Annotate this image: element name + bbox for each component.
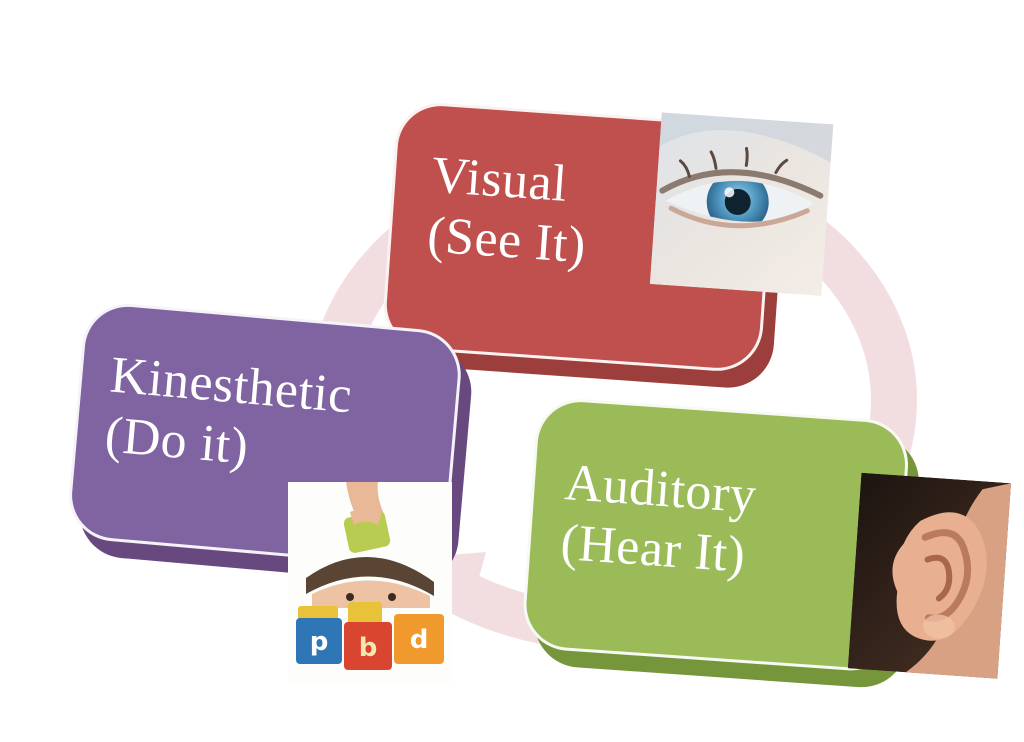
kinesthetic-label-group: Kinesthetic (Do it) [103,346,355,487]
auditory-label-group: Auditory (Hear It) [559,453,759,587]
auditory-sublabel: (Hear It) [558,514,748,585]
blocks-photo: p b d [288,482,452,682]
ear-photo [847,472,1012,679]
node-visual: Visual (See It) [380,100,834,391]
child-hair [306,556,434,596]
eye-photo [649,112,834,297]
block-letter-1: p [310,627,329,657]
letter-blocks: p b d [296,602,444,670]
visual-label: Visual [429,146,570,213]
block-letter-3: d [410,625,429,655]
block-letter-2: b [359,633,378,663]
visual-sublabel: (See It) [425,206,588,275]
child-forehead [312,580,430,608]
node-auditory: Auditory (Hear It) [520,396,1012,691]
visual-label-group: Visual (See It) [425,146,592,277]
